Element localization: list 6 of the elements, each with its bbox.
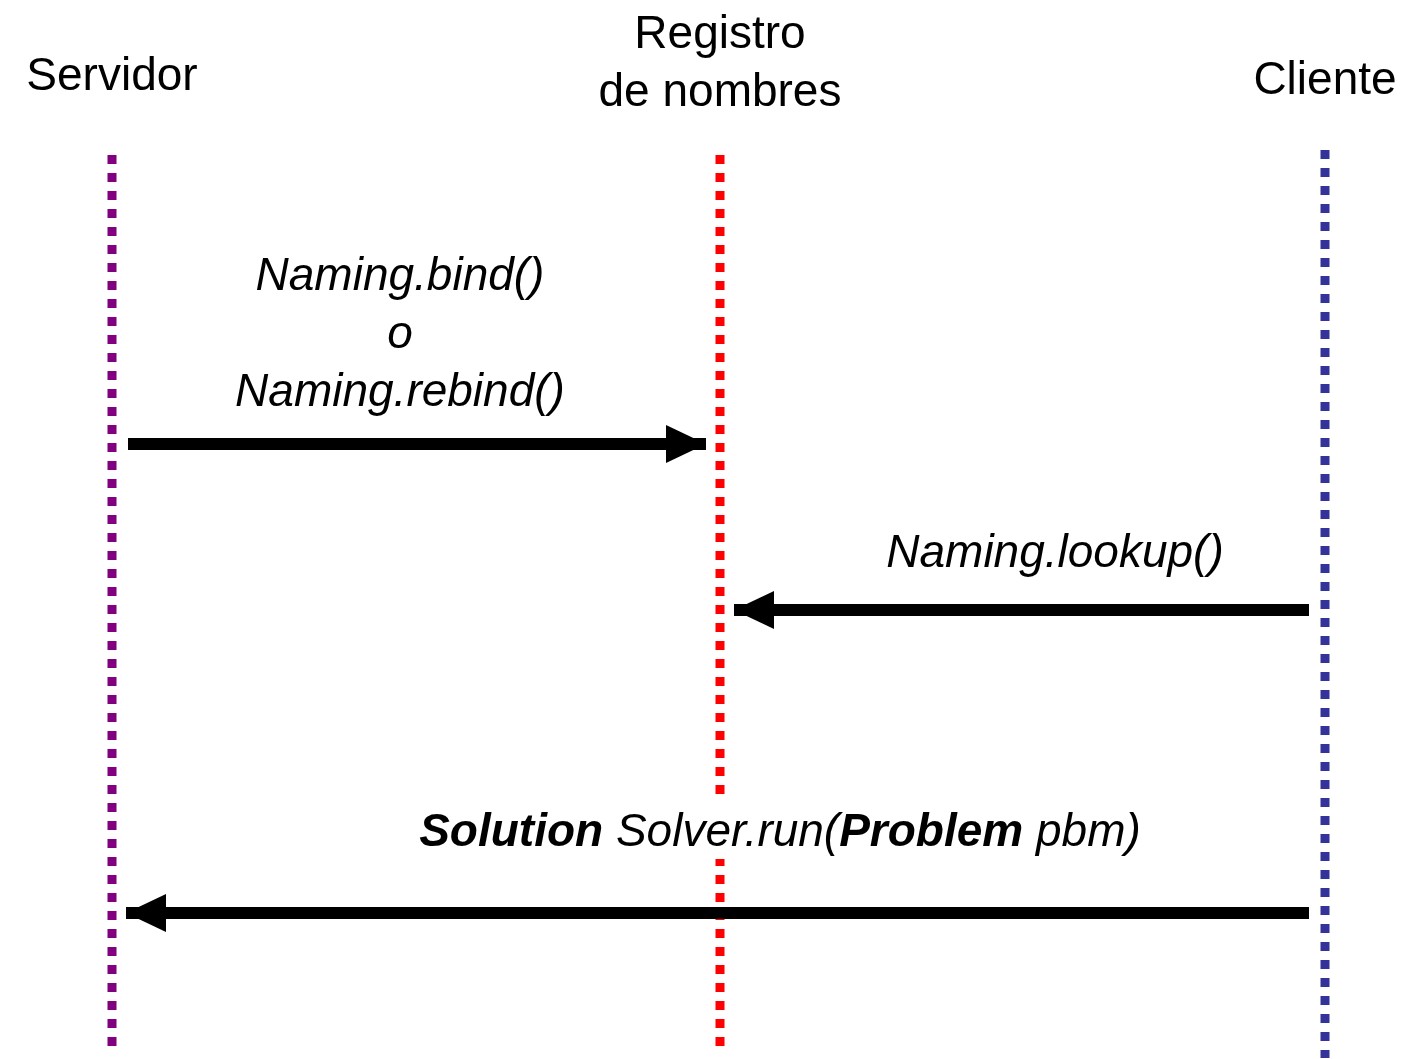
lifeline-label: Servidor [26, 47, 198, 102]
lifeline-label: Cliente [1253, 51, 1397, 106]
arrow [734, 591, 1309, 629]
arrow [126, 894, 1309, 932]
lifeline-label: Registro de nombres [598, 5, 842, 118]
arrow [128, 425, 706, 463]
